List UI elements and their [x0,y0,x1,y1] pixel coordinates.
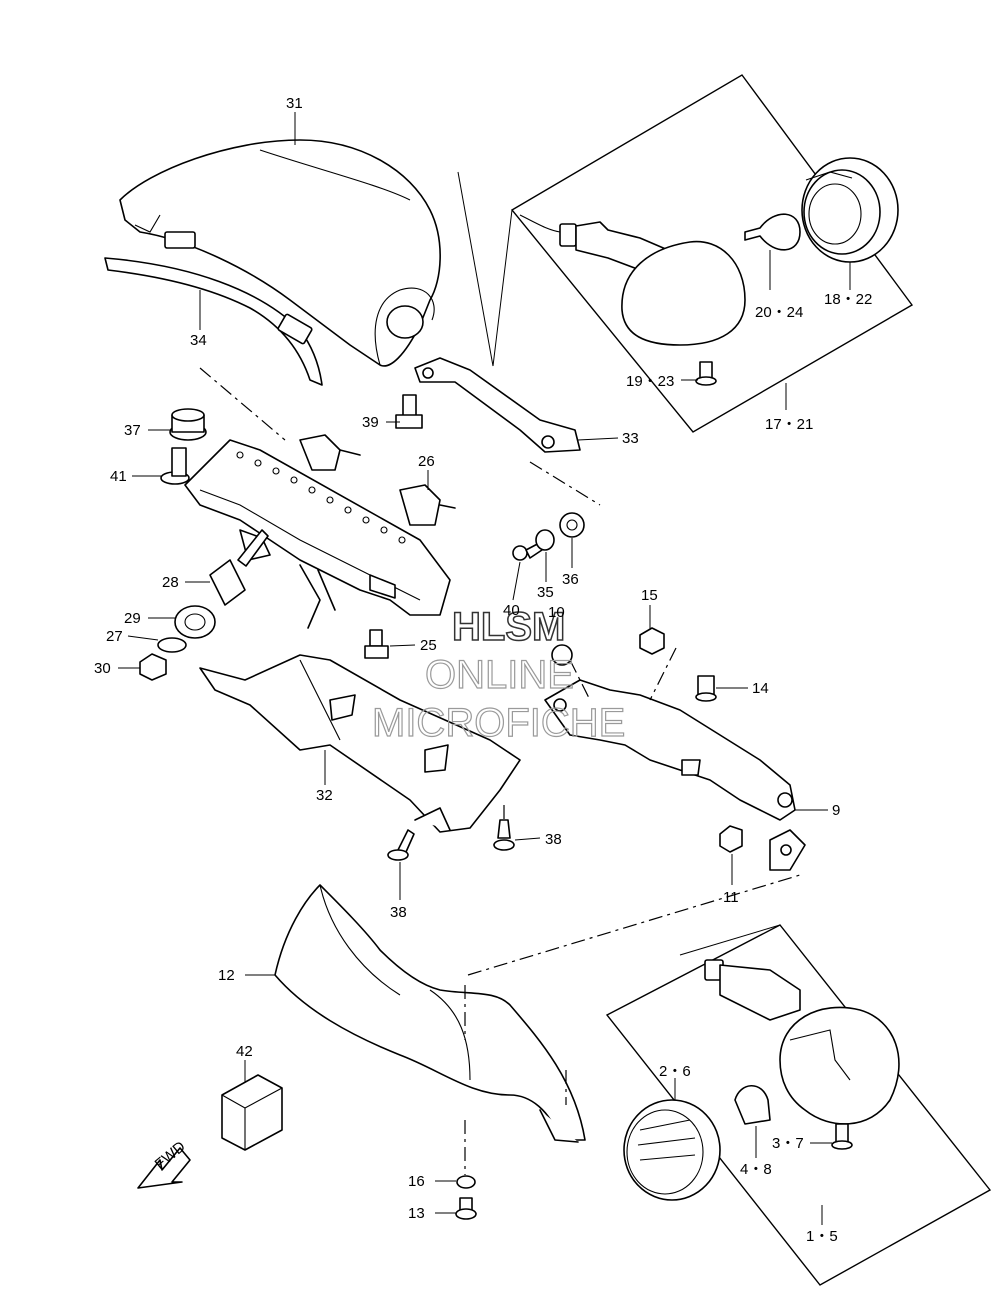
relay [221,1074,283,1151]
watermark: HLSM ONLINE MICROFICHE [371,604,626,745]
callout-32: 32 [316,787,333,804]
watermark-line-2: ONLINE [425,653,574,697]
fwd-arrow: FWD [137,1138,191,1189]
callout-39: 39 [362,414,379,431]
callout-10: 10 [548,604,565,621]
callout-36: 36 [562,571,579,588]
callout-29: 29 [124,610,141,627]
callout-27: 27 [106,628,123,645]
callout-14: 14 [752,680,769,697]
callout-20-24: 20・24 [755,304,803,321]
callout-25: 25 [420,637,437,654]
center-small-parts [364,394,585,659]
rear-turn-signal-inset [457,74,914,433]
license-bracket [199,654,521,833]
callout-35: 35 [537,584,554,601]
watermark-line-1: HLSM [452,605,565,649]
reflector-strip [104,231,323,386]
watermark-line-3: MICROFICHE [372,701,625,745]
stay-bracket [414,357,581,453]
front-turn-signal-inset [605,924,992,1286]
callout-28: 28 [162,574,179,591]
callout-30: 30 [94,660,111,677]
callout-33: 33 [622,430,639,447]
callout-1-5: 1・5 [806,1228,838,1245]
leader-lines [118,112,851,1225]
callout-16: 16 [408,1173,425,1190]
callout-18-22: 18・22 [824,291,872,308]
callout-4-8: 4・8 [740,1161,772,1178]
callout-19-23: 19・23 [626,373,674,390]
callout-37: 37 [124,422,141,439]
callout-40: 40 [503,602,520,619]
callout-9: 9 [832,802,840,819]
under-cowl [274,884,586,1143]
callout-26: 26 [418,453,435,470]
assembly-lines [199,367,801,1175]
callout-41: 41 [110,468,127,485]
fasteners-38 [387,819,515,861]
callout-11: 11 [723,889,739,906]
left-small-parts [139,408,269,681]
callout-labels: 31 34 37 41 39 33 26 40 35 36 28 29 27 3… [94,95,872,1245]
callout-17-21: 17・21 [765,416,813,433]
callout-13: 13 [408,1205,425,1222]
signal-bracket [544,627,806,871]
callout-31: 31 [286,95,303,112]
rear-cowl [119,139,441,367]
callout-34: 34 [190,332,207,349]
callout-3-7: 3・7 [772,1135,804,1152]
callout-15: 15 [641,587,658,604]
callout-12: 12 [218,967,235,984]
callout-42: 42 [236,1043,253,1060]
callout-38-right: 38 [545,831,562,848]
callout-38-lower: 38 [390,904,407,921]
callout-2-6: 2・6 [659,1063,691,1080]
washer-screw [455,1175,477,1220]
